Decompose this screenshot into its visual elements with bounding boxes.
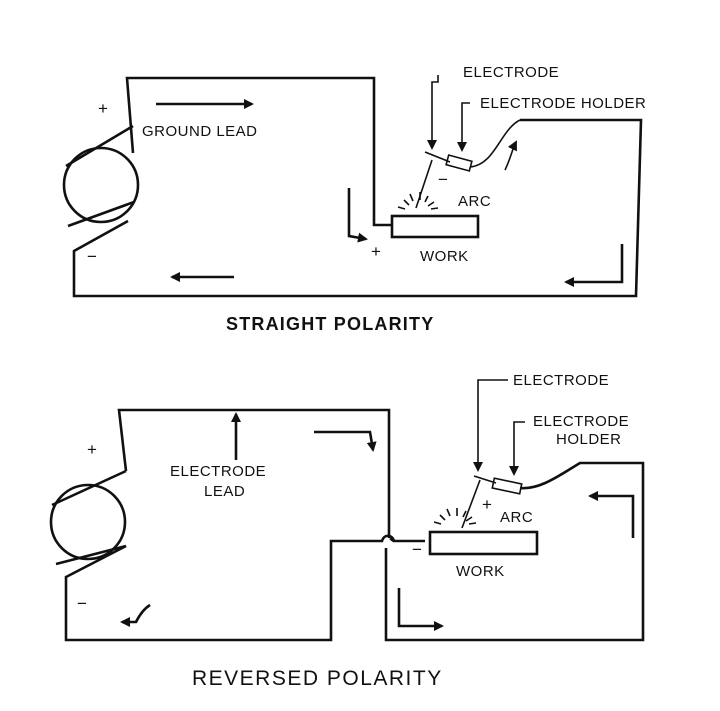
machine-lead-bottom [55, 544, 127, 566]
electrode-lead-label-line2: LEAD [204, 483, 245, 500]
electrode-rod [424, 151, 451, 163]
electrode-lead-label-line1: ELECTRODE [170, 463, 266, 480]
electrode-label: ELECTRODE [513, 372, 609, 389]
electrode-holder [445, 154, 473, 172]
electrode-cable [469, 119, 521, 168]
electrode-holder-label-line2: HOLDER [556, 431, 622, 448]
electrode-pointer [427, 75, 439, 150]
machine-lead-bottom [67, 200, 135, 228]
electrode-lead-wire [117, 408, 425, 543]
electrode-holder-label-line1: ELECTRODE [533, 413, 629, 430]
electrode-cable-loop [384, 461, 645, 642]
arc-label: ARC [500, 509, 533, 526]
work-piece [390, 214, 480, 239]
return-wire [72, 118, 643, 298]
flow-arrow-top-right [314, 430, 377, 452]
flow-arrow-right [564, 244, 624, 287]
straight-polarity-caption: STRAIGHT POLARITY [226, 314, 434, 334]
machine-lead-top [51, 469, 127, 507]
ground-lead-label: GROUND LEAD [142, 123, 258, 140]
work-label: WORK [456, 563, 505, 580]
machine-plus-sign: + [87, 440, 97, 459]
flow-arrow-cable [504, 140, 517, 171]
machine-lead-top [65, 124, 134, 168]
flow-arrow-right-loop [588, 491, 635, 538]
holder-pointer [457, 102, 470, 152]
flow-arrow-work-return [397, 588, 444, 631]
machine-minus-sign: − [87, 247, 97, 266]
electrode-plus-sign: + [482, 495, 492, 514]
reversed-polarity-caption: REVERSED POLARITY [192, 667, 443, 690]
electrode-label: ELECTRODE [463, 64, 559, 81]
welding-machine-circle [49, 483, 127, 561]
machine-to-work-wire [64, 534, 396, 642]
machine-plus-sign: + [98, 99, 108, 118]
holder-pointer [509, 421, 525, 476]
arc-label: ARC [458, 193, 491, 210]
flow-arrow-work [347, 188, 368, 243]
electrode-holder [491, 477, 523, 495]
electrode-tip [461, 479, 481, 529]
straight-polarity-diagram: GROUND LEAD ELECTRODE ELECTRODE HOLDER A… [62, 64, 646, 334]
arc-sparks [397, 192, 439, 210]
arc-sparks [433, 508, 477, 525]
reversed-polarity-diagram: ELECTRODE LEAD ELECTRODE ELECTRODE HOLDE… [49, 372, 645, 690]
electrode-rod [473, 475, 497, 484]
machine-minus-sign: − [77, 594, 87, 613]
work-piece [428, 530, 539, 556]
work-plus-sign: + [371, 242, 381, 261]
flow-arrow-bottom-left [120, 603, 151, 627]
work-minus-sign: − [412, 540, 422, 559]
electrode-minus-sign: − [438, 170, 448, 189]
electrode-holder-label: ELECTRODE HOLDER [480, 95, 646, 112]
work-label: WORK [420, 248, 469, 265]
ground-lead-wire [125, 76, 392, 227]
electrode-pointer [473, 379, 508, 472]
welding-machine-circle [62, 146, 140, 224]
electrode-tip [415, 159, 433, 209]
